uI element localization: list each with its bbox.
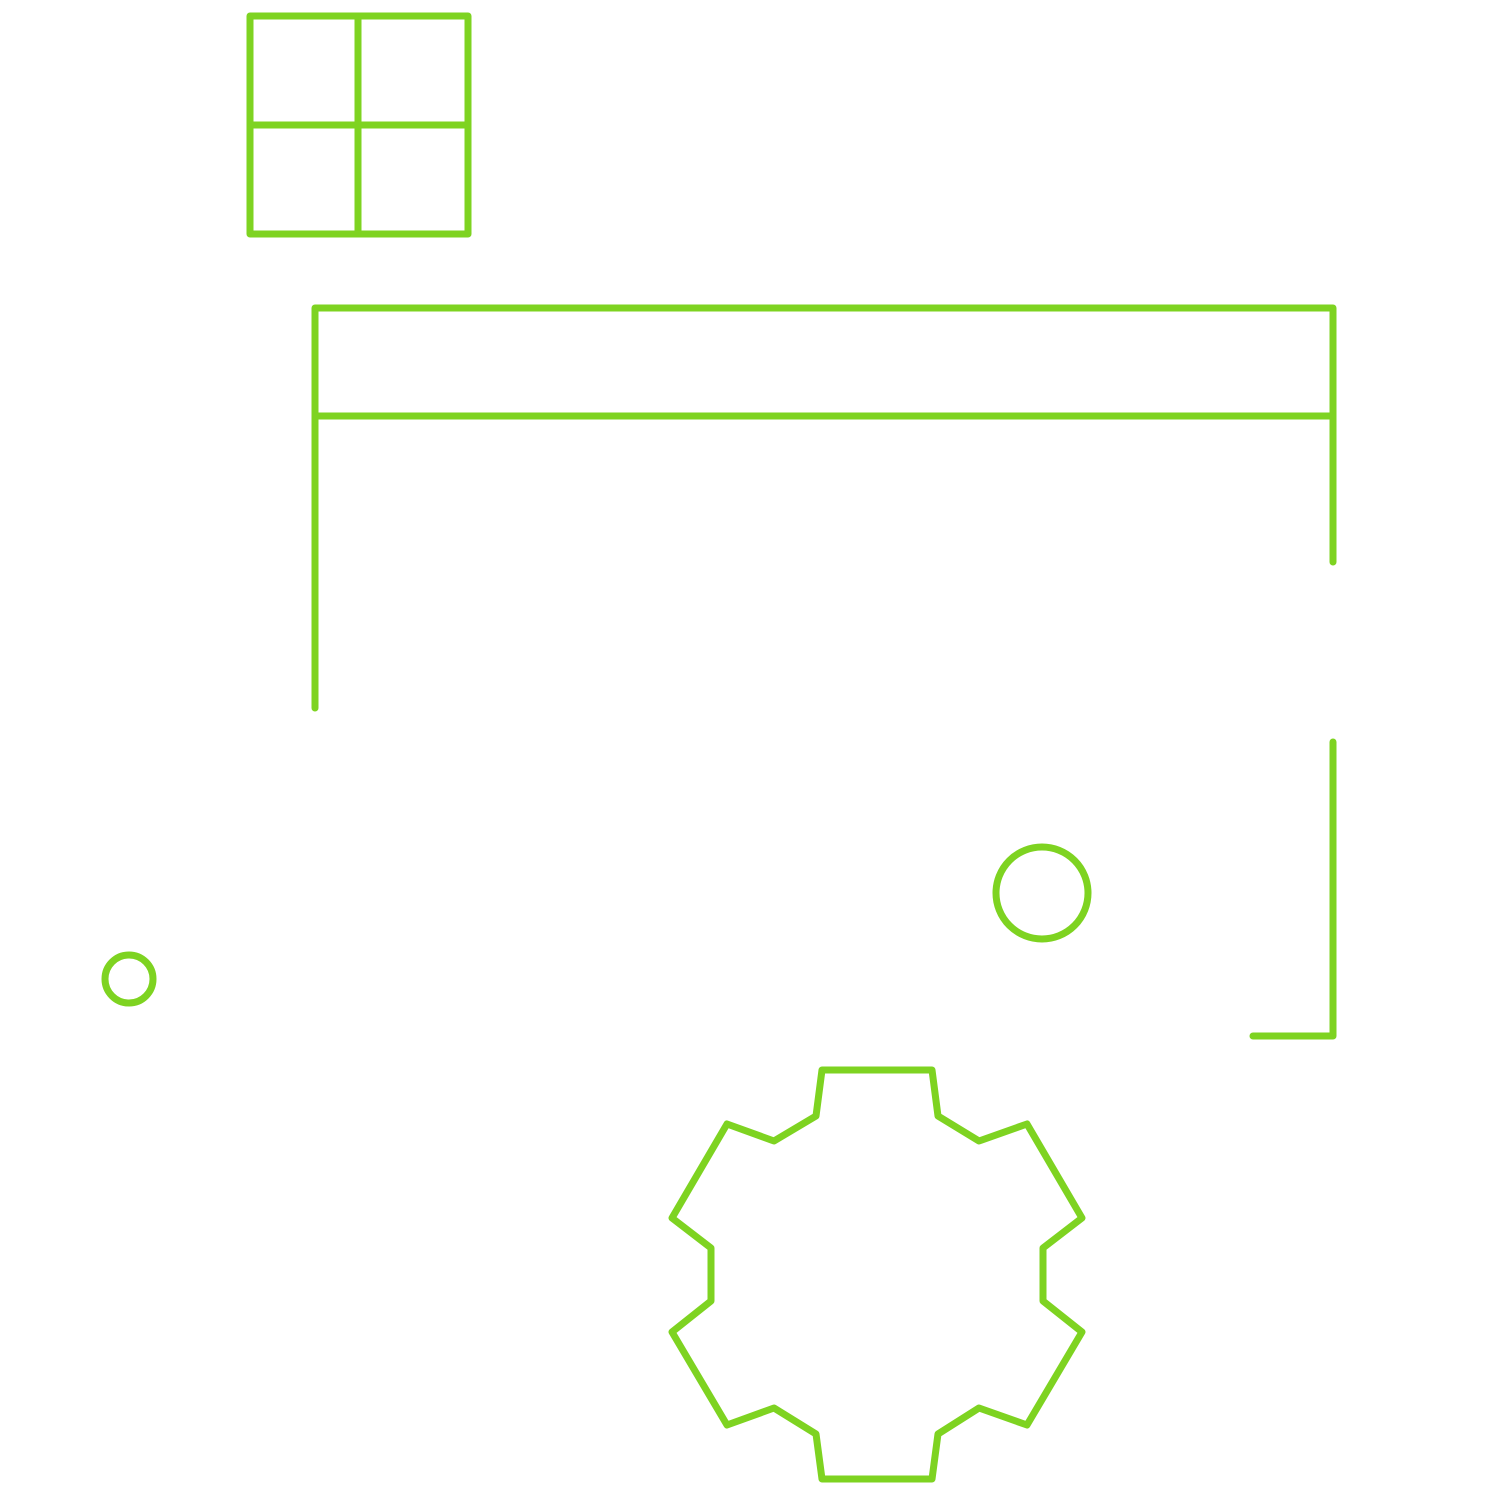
window-bottom-right-corner [1249,738,1337,1040]
gear-icon [668,1066,1086,1483]
window-top-frame [311,304,1337,712]
large-circle [992,843,1092,943]
browser-window-outline [311,304,1337,1040]
grid-icon [246,12,472,238]
small-circle [101,951,157,1007]
